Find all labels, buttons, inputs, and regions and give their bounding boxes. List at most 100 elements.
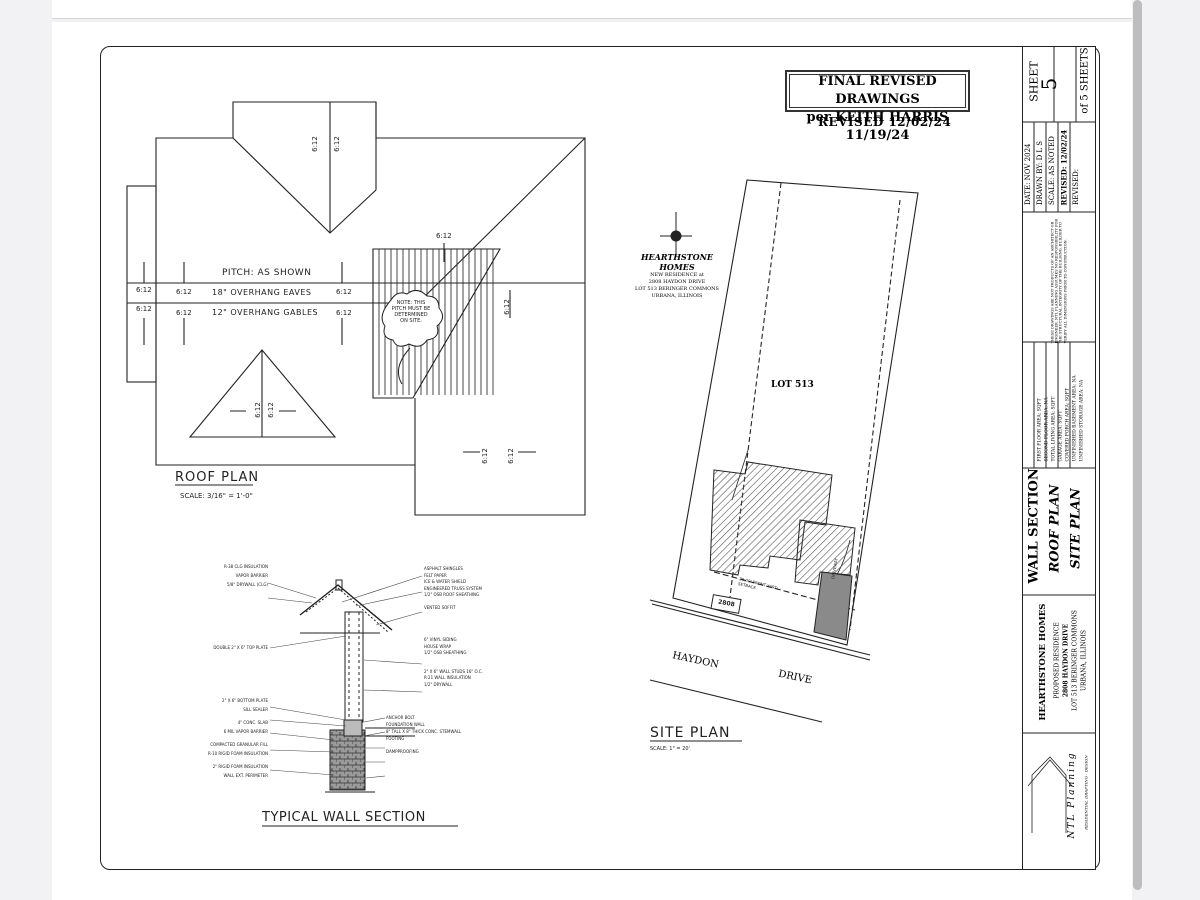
- builder-line-3: LOT 513 BERINGER COMMONS: [635, 286, 719, 292]
- site-plan-scale: SCALE: 1" = 20': [650, 746, 690, 752]
- area-row: UNFINISHED STORAGE AREA: NA: [1080, 342, 1085, 462]
- wall-note: ASPHALT SHINGLES: [424, 566, 463, 571]
- project-line-1: PROPOSED RESIDENCE: [1053, 622, 1061, 699]
- area-label: FIRST FLOOR AREA:: [1037, 412, 1043, 462]
- site-plan-title: SITE PLAN: [650, 725, 731, 741]
- firm-subtitle: RESIDENTIAL DRAFTING · DESIGN: [1083, 755, 1089, 830]
- revised-value: 12/02/24: [1059, 129, 1069, 165]
- wall-note: 4" CONC. SLAB: [237, 720, 268, 725]
- date-field: DATE: NOV 2024: [1024, 125, 1032, 206]
- roof-slope-label: 6:12: [336, 288, 352, 296]
- wall-note: ENGINEERED TRUSS SYSTEM: [424, 585, 482, 591]
- roof-slope-label: 6:12: [176, 309, 192, 317]
- wall-note: DOUBLE 2" X 6" TOP PLATE: [213, 645, 268, 650]
- disclaimer: THESE DRAWINGS ARE NOT PRODUCTS OF AN AR…: [1050, 218, 1068, 344]
- roof-eaves-note: 18" OVERHANG EAVES: [212, 288, 312, 297]
- scale-label: SCALE:: [1048, 177, 1056, 205]
- roof-slope-label: 6:12: [176, 288, 192, 296]
- sheet-title-3: SITE PLAN: [1068, 488, 1084, 569]
- site-address-box: [710, 594, 742, 614]
- wall-notes-foundation: ANCHOR BOLT FOUNDATION WALL 8" TALL X 8"…: [386, 714, 476, 755]
- wall-section-title: TYPICAL WALL SECTION: [262, 810, 426, 825]
- project-line-2: 2808 HAYDON DRIVE: [1062, 623, 1070, 698]
- wall-note: VENTED SOFFIT: [424, 604, 456, 610]
- wall-note: R-21 WALL INSULATION: [424, 675, 471, 680]
- roof-pitch-cloud-note: NOTE: THIS PITCH MUST BE DETERMINED ON S…: [391, 300, 431, 324]
- wall-note: 1/2" DRYWALL: [424, 681, 453, 687]
- area-row: UNFINISHED BASEMENT AREA: NA: [1072, 342, 1078, 462]
- wall-note: HOUSE WRAP: [424, 643, 452, 649]
- wall-note: R-10 RIGID FOAM INSULATION: [208, 751, 268, 756]
- date-label: DATE:: [1024, 182, 1032, 205]
- scale-value: AS NOTED: [1048, 136, 1056, 176]
- area-row: SECOND FLOOR AREA: NA: [1044, 342, 1050, 461]
- wall-note: DAMPPROOFING: [386, 749, 419, 754]
- wall-note: COMPACTED GRANULAR FILL: [210, 742, 268, 747]
- roof-slope-label: 6:12: [436, 232, 452, 240]
- wall-section-leaders: [267, 575, 423, 779]
- wall-note: FOUNDATION WALL: [386, 722, 425, 727]
- area-label: COVERED PORCH AREA:: [1065, 402, 1071, 462]
- date-value: NOV 2024: [1024, 143, 1032, 181]
- wall-note: 8" TALL X 8" THICK CONC. STEMWALL: [386, 729, 462, 734]
- wall-notes-right: ASPHALT SHINGLES FELT PAPER ICE & WATER …: [424, 566, 514, 688]
- revised-label: REVISED:: [1059, 166, 1069, 206]
- builder-line-4: URBANA, ILLINOIS: [651, 293, 703, 299]
- wall-note: 2" RIGID FOAM INSULATION: [212, 764, 268, 769]
- wall-notes-left: R-38 CLG INSULATION VAPOR BARRIER 5/8" D…: [196, 562, 268, 780]
- site-driveway: [813, 571, 853, 641]
- roof-note-cloud: [381, 290, 443, 385]
- area-value: SQFT: [1058, 410, 1064, 424]
- builder-name: HEARTHSTONE HOMES: [641, 252, 713, 272]
- wall-note: ANCHOR BOLT: [386, 715, 415, 720]
- wall-note: VAPOR BARRIER: [235, 573, 268, 578]
- drawn-by-label: DRAWN BY:: [1036, 162, 1044, 205]
- area-value: NA: [1079, 379, 1085, 387]
- project-line-4: URBANA, ILLINOIS: [1080, 629, 1088, 692]
- roof-plan-scale: SCALE: 3/16" = 1'-0": [180, 492, 253, 500]
- area-label: TOTAL LIVING AREA:: [1051, 410, 1057, 462]
- sheet-title-2: ROOF PLAN: [1047, 484, 1063, 573]
- area-row: TOTAL LIVING AREA: SQFT: [1052, 342, 1057, 462]
- wall-note: 2" X 6" BOTTOM PLATE: [222, 698, 268, 703]
- builder-line-1: NEW RESIDENCE at: [650, 272, 704, 278]
- stamp-line-2: per KEITH HARRIS 11/19/24: [806, 110, 949, 143]
- roof-slope-label: 6:12: [136, 305, 152, 313]
- area-label: UNFINISHED STORAGE AREA:: [1079, 388, 1085, 462]
- wall-note: 6 MIL VAPOR BARRIER: [223, 729, 268, 734]
- area-value: SQFT: [1051, 396, 1057, 410]
- area-value: SQFT: [1037, 398, 1043, 412]
- area-label: UNFINISHED BASEMENT AREA:: [1072, 383, 1078, 462]
- area-row: FIRST FLOOR AREA: SQFT: [1037, 342, 1043, 462]
- project-builder: HEARTHSTONE HOMES: [1038, 603, 1048, 721]
- revision-stamp: FINAL REVISED DRAWINGS per KEITH HARRIS …: [785, 70, 970, 143]
- wall-note: R-38 CLG INSULATION: [224, 564, 268, 569]
- revised-date: REVISED 12/02/24: [818, 115, 952, 129]
- wall-section-drawing: [299, 579, 415, 793]
- scale-field: SCALE: AS NOTED: [1048, 125, 1056, 205]
- viewer-top-bar: [52, 0, 1132, 19]
- builder-line-2: 2808 HAYDON DRIVE: [648, 279, 706, 285]
- sheet-count: of 5 SHEETS: [1079, 47, 1091, 114]
- document-page: [52, 22, 1132, 900]
- scrollbar[interactable]: [1133, 0, 1142, 890]
- area-row: GARAGE AREA: SQFT: [1059, 342, 1064, 462]
- wall-note: 1/2" OSB ROOF SHEATHING: [424, 592, 480, 597]
- sheet-title-1: WALL SECTION: [1026, 468, 1042, 584]
- revised-field: REVISED: 12/02/24: [1060, 126, 1069, 206]
- builder-info: HEARTHSTONE HOMES NEW RESIDENCE at 2808 …: [622, 252, 732, 300]
- roof-plan-title: ROOF PLAN: [175, 470, 260, 485]
- wall-note: 1/2" OSB SHEATHING: [424, 650, 467, 655]
- roof-gables-note: 12" OVERHANG GABLES: [212, 308, 319, 317]
- wall-note: FOOTING: [386, 736, 405, 741]
- wall-note: WALL EXT. PERIMETER: [223, 773, 268, 778]
- wall-note: 2" X 6" WALL STUDS 16" O.C.: [424, 668, 483, 674]
- revised2-field: REVISED:: [1072, 168, 1080, 205]
- area-value: NA: [1044, 397, 1050, 405]
- area-label: GARAGE AREA:: [1058, 425, 1064, 462]
- wall-note: 5/8" DRYWALL (CLG): [226, 582, 268, 587]
- project-line-3: LOT 513 BERINGER COMMONS: [1071, 610, 1079, 711]
- roof-slope-label: 6:12: [336, 309, 352, 317]
- roof-slope-label: 6:12: [136, 286, 152, 294]
